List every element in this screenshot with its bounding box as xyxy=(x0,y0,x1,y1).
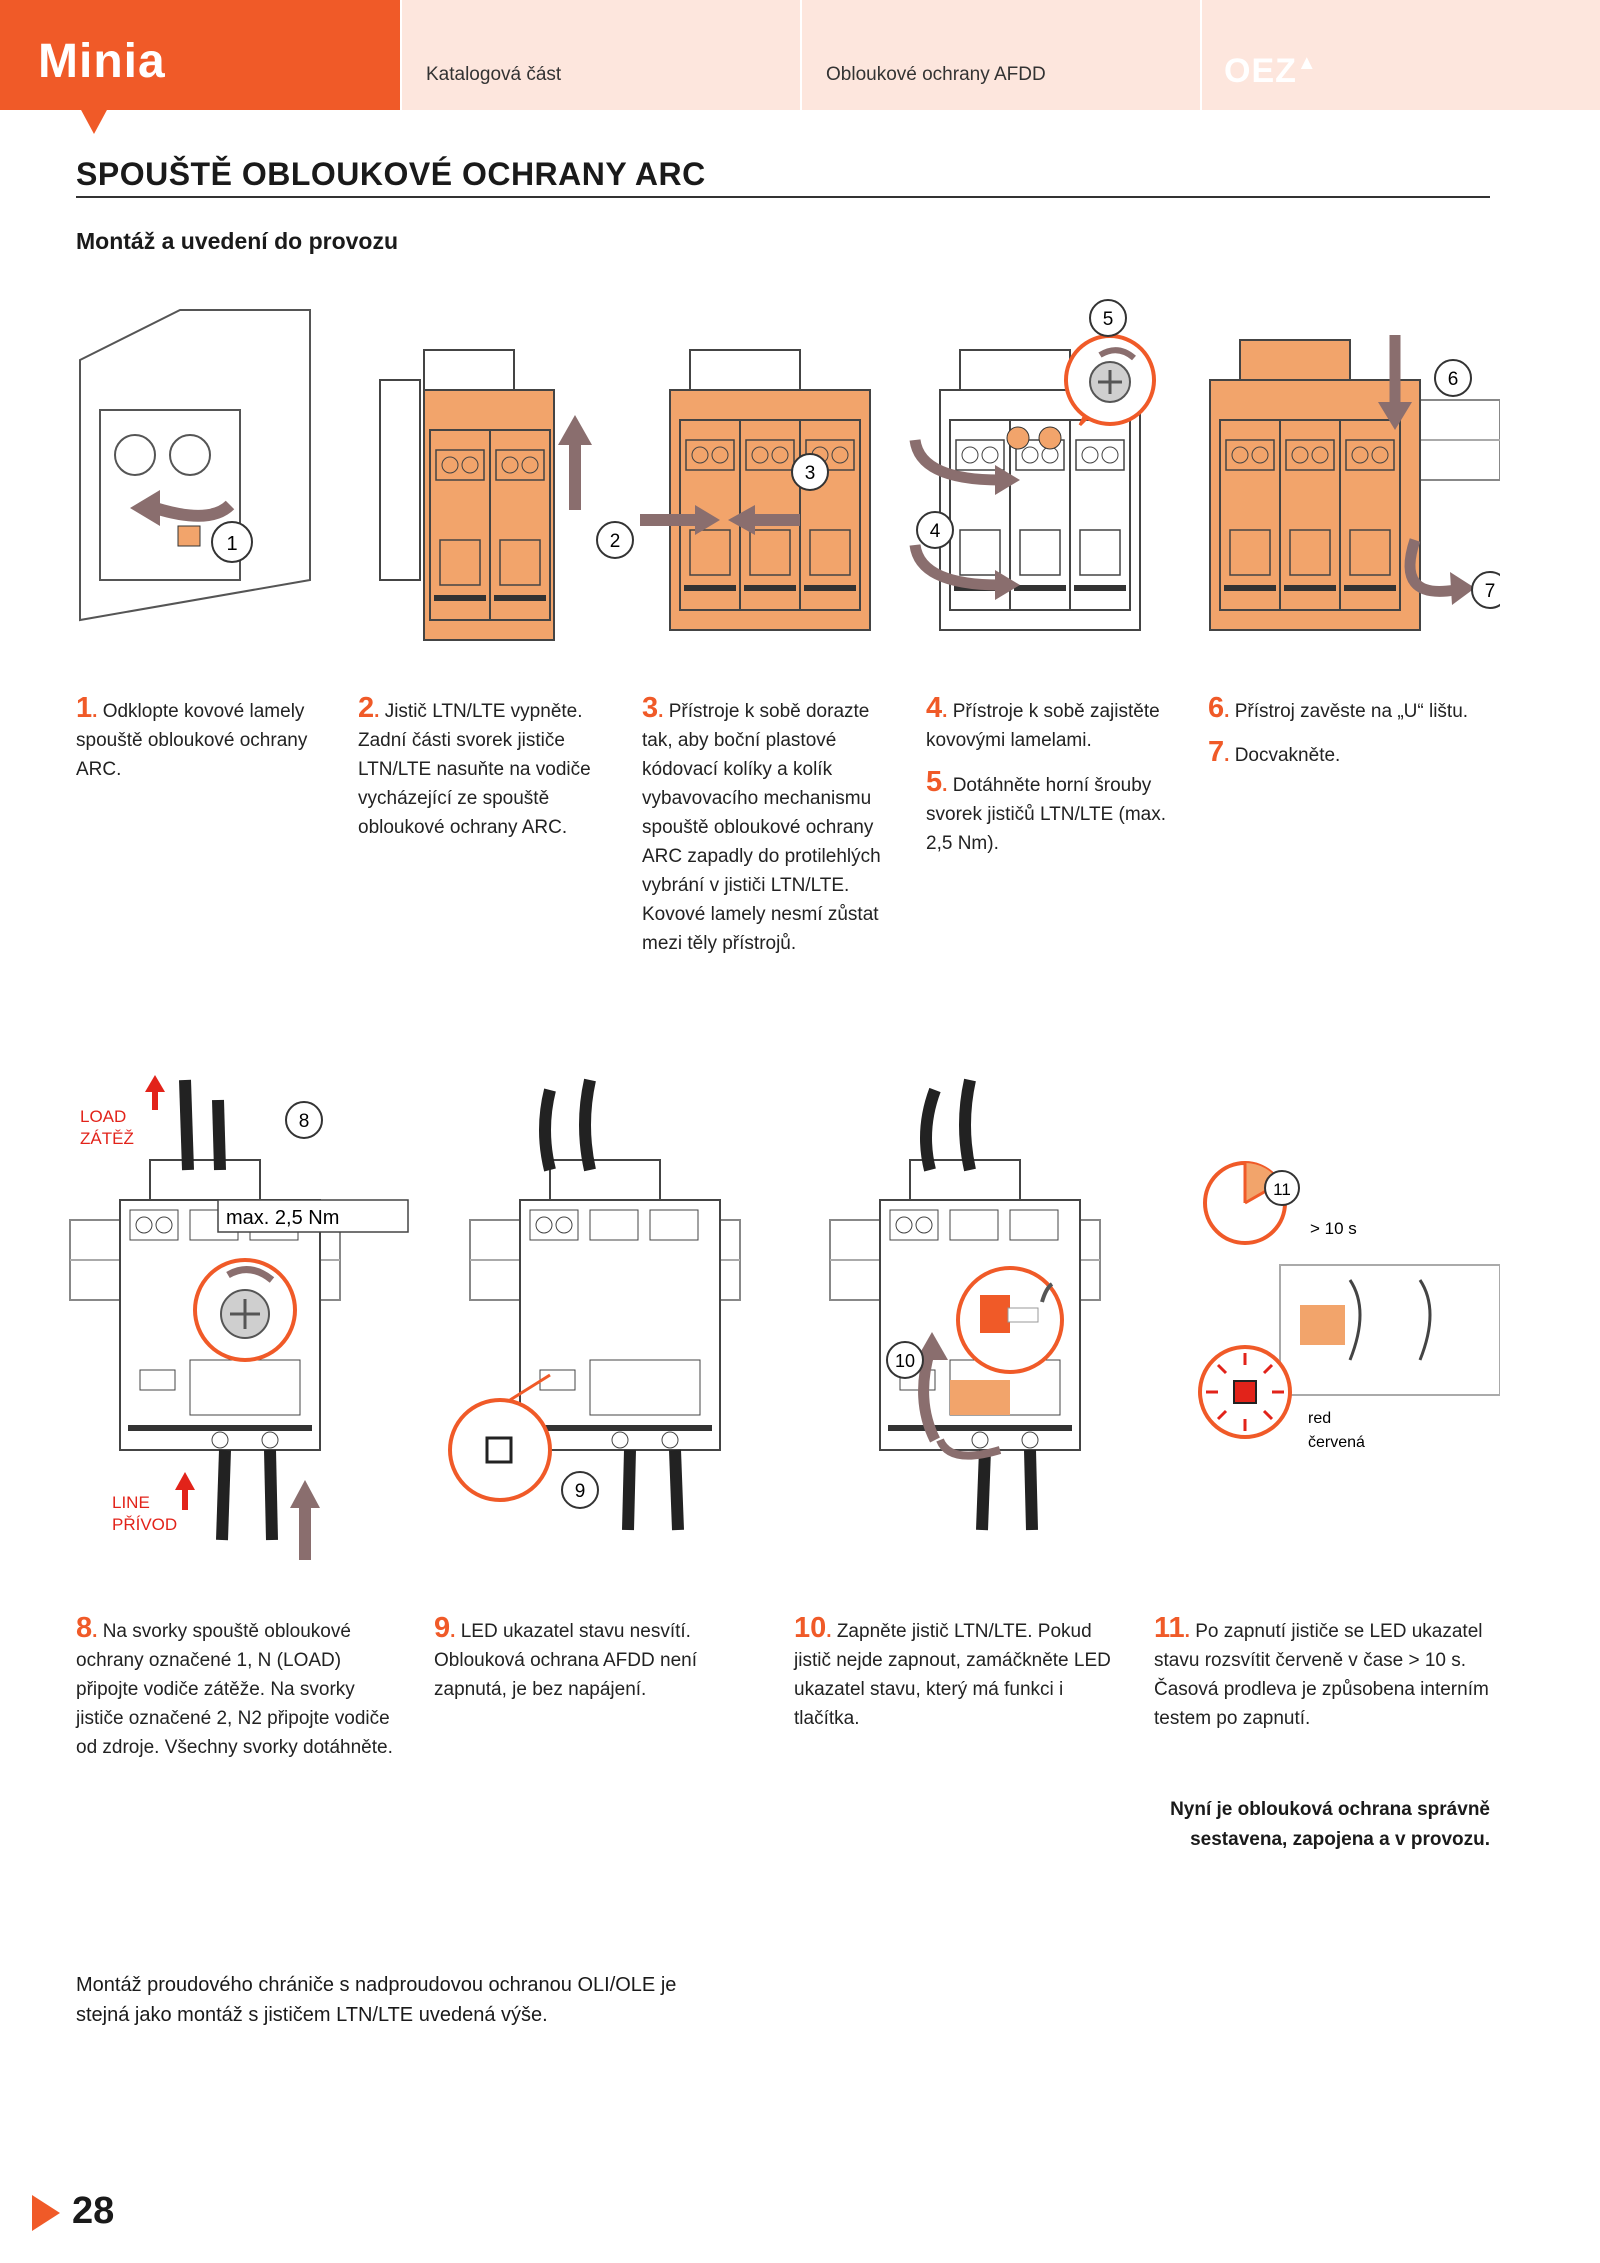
load-cz-text: ZÁTĚŽ xyxy=(80,1129,134,1148)
step-3-number: 3 xyxy=(642,692,659,724)
red-label: red xyxy=(1308,1410,1331,1427)
load-text: LOAD xyxy=(80,1107,127,1126)
line-text: LINE xyxy=(112,1493,150,1512)
fig-number-7: 7 xyxy=(1485,581,1496,602)
fig-number-5: 5 xyxy=(1103,309,1114,330)
step-7-number: 7 xyxy=(1208,736,1225,768)
step-1: 1. Odklopte kovové lamely spouště oblouk… xyxy=(76,692,308,781)
fig1-closeup: 1 xyxy=(79,309,311,622)
brand-bar: Minia xyxy=(0,0,400,110)
fig-number-2: 2 xyxy=(610,531,621,552)
step-5-number: 5 xyxy=(926,766,943,798)
step-1-text: Odklopte kovové lamely spouště obloukové… xyxy=(76,701,308,780)
line-label: LINE PŘÍVOD xyxy=(112,1492,177,1536)
step-4-text: Přístroje k sobě zajistěte kovovými lame… xyxy=(926,701,1160,751)
header-logo-cell xyxy=(1200,0,1600,110)
step-9-text: LED ukazatel stavu nesvítí. Oblouková oc… xyxy=(434,1621,697,1700)
brand-notch xyxy=(80,108,108,134)
header-chapter: Obloukové ochrany AFDD xyxy=(800,0,1202,110)
step-1-number: 1 xyxy=(76,692,93,724)
fig-number-10: 10 xyxy=(895,1351,915,1371)
step-10: 10. Zapněte jistič LTN/LTE. Pokud jistič… xyxy=(794,1612,1111,1730)
step-11-text: Po zapnutí jističe se LED ukazatel stavu… xyxy=(1154,1621,1489,1729)
fig45-device: 4 5 xyxy=(909,299,1156,631)
step-8-text: Na svorky spouště obloukové ochrany ozna… xyxy=(76,1621,393,1758)
step-3-text: Přístroje k sobě dorazte tak, aby boční … xyxy=(642,701,881,954)
step-11-number: 11 xyxy=(1154,1612,1185,1644)
title-rule xyxy=(76,196,1490,198)
header-section: Katalogová část xyxy=(400,0,802,110)
section-subtitle: Montáž a uvedení do provozu xyxy=(76,228,399,254)
step-9-number: 9 xyxy=(434,1612,451,1644)
fig-number-9: 9 xyxy=(575,1481,586,1502)
fig-number-8: 8 xyxy=(299,1111,310,1132)
torque-label: max. 2,5 Nm xyxy=(226,1207,339,1229)
step-10-number: 10 xyxy=(794,1612,827,1644)
step-2-number: 2 xyxy=(358,692,375,724)
bottom-wiring-illustration: max. 2,5 Nm 8 9 10 xyxy=(69,1075,1500,1560)
step-7: 7. Docvakněte. xyxy=(1208,736,1341,768)
step-4-number: 4 xyxy=(926,692,943,724)
brand-name: Minia xyxy=(38,35,166,88)
step-5: 5. Dotáhněte horní šrouby svorek jističů… xyxy=(926,766,1167,855)
step-5-text: Dotáhněte horní šrouby svorek jističů LT… xyxy=(926,775,1167,854)
step-2: 2. Jistič LTN/LTE vypněte. Zadní části s… xyxy=(358,692,591,839)
logo-triangle-icon: ▲ xyxy=(1296,52,1318,74)
load-label: LOAD ZÁTĚŽ xyxy=(80,1106,134,1150)
step-10-text: Zapněte jistič LTN/LTE. Pokud jistič nej… xyxy=(794,1621,1111,1729)
step-6: 6. Přístroj zavěste na „U“ lištu. xyxy=(1208,692,1469,724)
step-3: 3. Přístroje k sobě dorazte tak, aby boč… xyxy=(642,692,881,955)
bottom-note: Montáž proudového chrániče s nadproudovo… xyxy=(76,1974,677,2026)
fig-number-6: 6 xyxy=(1448,369,1459,390)
page-arrow-icon xyxy=(32,2195,60,2231)
step-8-number: 8 xyxy=(76,1612,93,1644)
step-11: 11. Po zapnutí jističe se LED ukazatel s… xyxy=(1154,1612,1489,1730)
header-section-label: Katalogová část xyxy=(426,64,562,85)
fig3-device: 3 xyxy=(640,349,871,631)
fig2-device: 2 xyxy=(379,349,634,641)
oez-logo-text: OEZ xyxy=(1224,52,1297,90)
red-cz-label: červená xyxy=(1308,1434,1365,1451)
fig-number-3: 3 xyxy=(805,463,816,484)
line-cz-text: PŘÍVOD xyxy=(112,1515,178,1534)
step-2-text: Jistič LTN/LTE vypněte. Zadní části svor… xyxy=(358,701,591,838)
page-number: 28 xyxy=(72,2190,115,2232)
fig67-device: 6 7 xyxy=(1209,335,1500,631)
fig-number-1: 1 xyxy=(226,533,237,555)
final-note: Nyní je oblouková ochrana správně sestav… xyxy=(1170,1799,1490,1850)
top-assembly-illustration: 1 2 3 4 xyxy=(79,299,1500,641)
time-label: > 10 s xyxy=(1310,1219,1357,1238)
step-9: 9. LED ukazatel stavu nesvítí. Oblouková… xyxy=(434,1612,697,1701)
step-6-text: Přístroj zavěste na „U“ lištu. xyxy=(1234,701,1469,722)
step-4: 4. Přístroje k sobě zajistěte kovovými l… xyxy=(926,692,1160,752)
fig-number-11: 11 xyxy=(1273,1180,1291,1199)
fig8-device: max. 2,5 Nm 8 xyxy=(69,1075,409,1560)
oez-logo: OEZ▲ xyxy=(1224,52,1318,91)
step-7-text: Docvakněte. xyxy=(1234,745,1341,766)
header-chapter-label: Obloukové ochrany AFDD xyxy=(826,64,1046,85)
fig9-device: 9 xyxy=(448,1078,741,1531)
fig10-device: 10 xyxy=(829,1078,1101,1531)
step-6-number: 6 xyxy=(1208,692,1225,724)
fig11-device: 11 > 10 s red červená xyxy=(1198,1161,1500,1451)
page-title: SPOUŠTĚ OBLOUKOVÉ OCHRANY ARC xyxy=(76,156,706,192)
step-8: 8. Na svorky spouště obloukové ochrany o… xyxy=(76,1612,393,1759)
fig-number-4: 4 xyxy=(930,521,941,542)
